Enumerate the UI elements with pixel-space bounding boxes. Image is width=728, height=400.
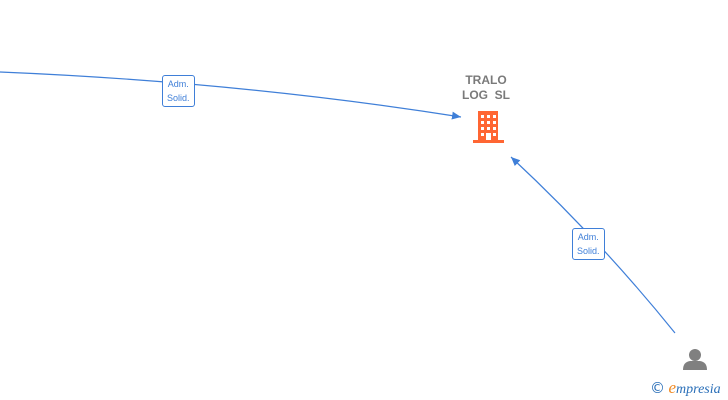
brand-e: e [668,378,677,397]
edge-label-line2: Solid. [167,93,190,103]
brand-name: mpresia [676,382,721,397]
building-icon[interactable] [473,111,504,143]
edge-label-line2: Solid. [577,246,600,256]
brand-logo: © empresia [650,379,721,399]
company-name[interactable]: TRALO LOG SL [462,73,510,102]
edge-line-top [0,71,462,120]
edge-label-line1: Adm. [167,79,189,89]
person-icon[interactable] [683,349,707,370]
edge-label-person: Adm. Solid. [572,228,605,260]
edge-label-line1: Adm. [577,232,599,242]
edge-label-top: Adm. Solid. [162,75,195,107]
copyright-icon: © [650,379,665,397]
